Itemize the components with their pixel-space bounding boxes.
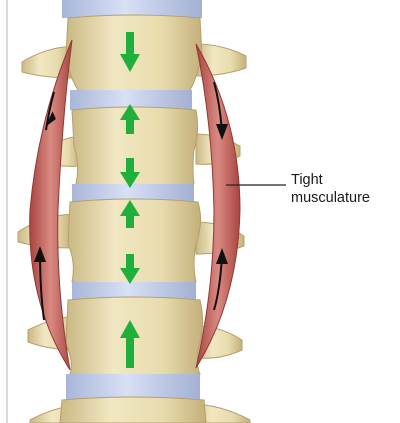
disc-3	[72, 184, 194, 202]
label-line-1: Tight	[291, 172, 323, 188]
green-arrow-icon	[120, 104, 140, 134]
green-arrow-icon	[120, 32, 140, 72]
tight-musculature-label: Tight musculature	[291, 171, 396, 207]
black-arrow-icon	[34, 246, 46, 321]
disc-5	[66, 374, 200, 400]
right-muscle	[195, 43, 241, 369]
disc-2	[70, 90, 192, 110]
disc-top	[62, 0, 202, 18]
black-arrow-icon	[45, 91, 56, 131]
vertebra-5	[29, 396, 251, 423]
green-arrow-icon	[120, 158, 140, 188]
black-arrow-icon	[213, 81, 228, 140]
green-arrow-icon	[120, 320, 140, 368]
green-arrow-icon	[120, 254, 140, 284]
black-arrow-icon	[213, 248, 228, 311]
label-line-2: musculature	[291, 190, 370, 206]
green-arrow-icon	[120, 200, 140, 228]
disc-4	[72, 282, 196, 300]
